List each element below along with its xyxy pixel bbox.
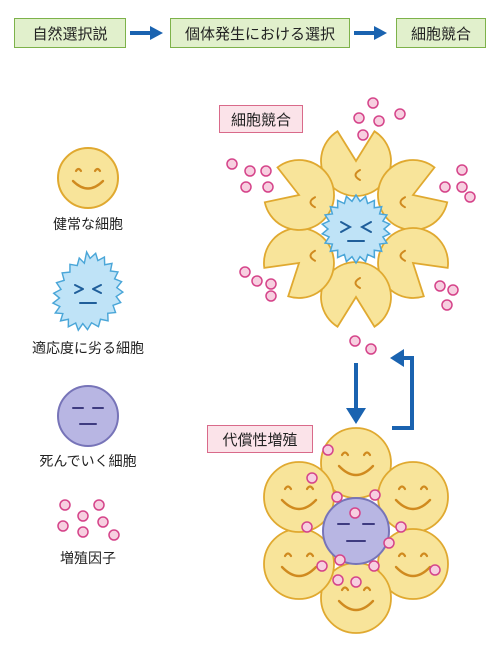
cell-eye (309, 196, 316, 209)
legend-healthy-label: 健常な細胞 (53, 217, 123, 233)
return-arrow-line (392, 356, 414, 430)
pacman-healthy-cell (377, 159, 449, 231)
proliferation-cluster (263, 427, 449, 634)
growth-factor (456, 164, 468, 176)
growth-factor (369, 489, 381, 501)
growth-factor (239, 266, 251, 278)
healthy-cell (320, 427, 392, 499)
growth-factor (394, 108, 406, 120)
legend-dying-label: 死んでいく細胞 (39, 454, 137, 470)
growth-factor-icon (57, 499, 120, 541)
flow-step-ontogeny-selection: 個体発生における選択 (170, 18, 350, 48)
growth-factor (447, 284, 459, 296)
growth-factor (332, 574, 344, 586)
growth-factor (429, 564, 441, 576)
growth-factor (349, 507, 361, 519)
cell-eye (354, 169, 361, 181)
growth-factor (373, 115, 385, 127)
cell-eye (399, 249, 406, 262)
arrow-down-icon-head (346, 408, 366, 424)
unfit-cell-icon (51, 249, 125, 332)
cell-eye (354, 277, 361, 289)
growth-factor (262, 181, 274, 193)
growth-factor (226, 158, 238, 170)
growth-factor (260, 165, 272, 177)
label-cell-competition: 細胞競合 (219, 105, 303, 133)
label-text: 代償性増殖 (222, 430, 298, 449)
growth-factor (316, 560, 328, 572)
growth-factor (357, 129, 369, 141)
cell-eye (309, 249, 316, 262)
growth-factor (395, 521, 407, 533)
pacman-healthy-cell (377, 227, 449, 299)
arrow-left-icon-head (390, 349, 404, 367)
growth-factor (306, 472, 318, 484)
growth-factor (334, 554, 346, 566)
growth-factor (265, 290, 277, 302)
arrow-right-icon (130, 26, 163, 40)
growth-factor (434, 280, 446, 292)
flow-step-cell-competition: 細胞競合 (396, 18, 486, 48)
growth-factor (456, 181, 468, 193)
growth-factor (265, 278, 277, 290)
pacman-healthy-cell (263, 227, 335, 299)
label-text: 細胞競合 (230, 110, 291, 129)
flow-step-natural-selection: 自然選択説 (14, 18, 126, 48)
growth-factor (383, 537, 395, 549)
arrow-right-icon (354, 26, 387, 40)
growth-factor (244, 165, 256, 177)
pacman-healthy-cell (263, 159, 335, 231)
growth-factor (251, 275, 263, 287)
competition-cluster (226, 97, 476, 355)
growth-factor (353, 112, 365, 124)
growth-factor (441, 299, 453, 311)
healthy-cell-icon (57, 147, 119, 209)
growth-factor (301, 521, 313, 533)
flow-step-label: 細胞競合 (410, 24, 471, 43)
growth-factor (331, 491, 343, 503)
legend-factor-label: 増殖因子 (60, 551, 116, 567)
growth-factor (365, 343, 377, 355)
flow-step-label: 自然選択説 (32, 24, 108, 43)
cell-eye (399, 196, 406, 209)
growth-factor (240, 181, 252, 193)
dying-cell-icon (57, 385, 119, 447)
flow-step-label: 個体発生における選択 (184, 24, 335, 43)
growth-factor (349, 335, 361, 347)
healthy-cell (377, 528, 449, 600)
growth-factor (439, 181, 451, 193)
legend-unfit-label: 適応度に劣る細胞 (32, 341, 144, 357)
cycle-arrows (346, 349, 414, 430)
label-compensatory-proliferation: 代償性増殖 (207, 425, 313, 453)
growth-factor (367, 97, 379, 109)
growth-factor (322, 444, 334, 456)
dying-cell (322, 497, 390, 565)
growth-factor (350, 576, 362, 588)
growth-factor (464, 191, 476, 203)
unfit-cell (320, 193, 392, 265)
growth-factor (368, 560, 380, 572)
